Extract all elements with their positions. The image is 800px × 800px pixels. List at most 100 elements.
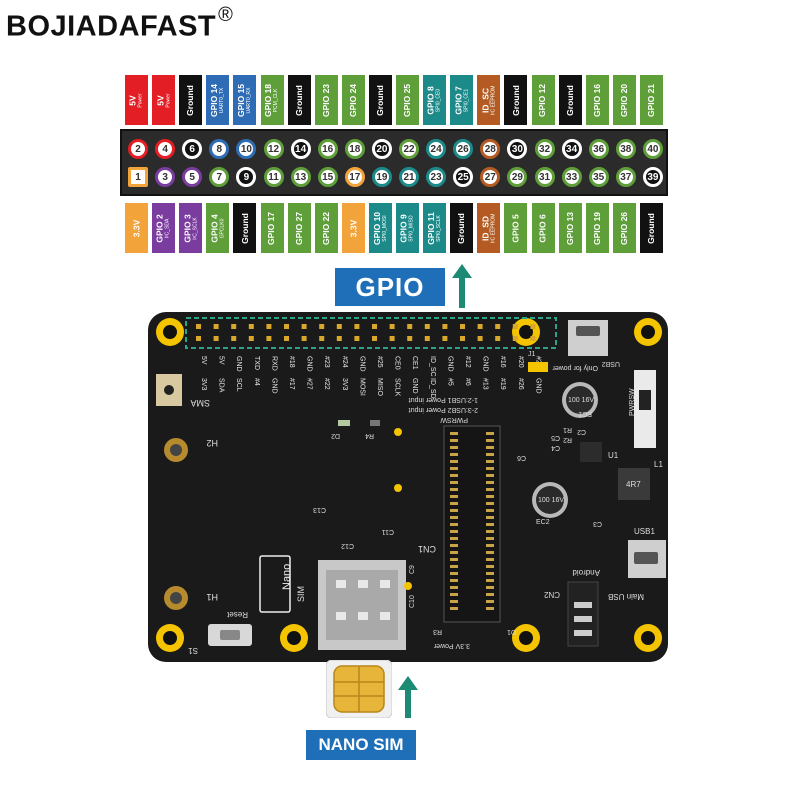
- top-pin-label: Ground: [179, 75, 203, 125]
- header-pin: 19: [371, 167, 392, 187]
- header-pin: 9: [236, 167, 257, 187]
- j1-label: J1: [528, 351, 536, 358]
- silk-label: #22: [323, 378, 330, 390]
- silk-label: #23: [323, 356, 330, 368]
- silk-label: SCLK: [394, 378, 401, 397]
- mounting-hole: [512, 624, 540, 652]
- silk-label: ID_SC: [429, 356, 436, 377]
- bottom-pin-label: Ground: [450, 203, 474, 253]
- c6-label: C6: [517, 454, 526, 461]
- main-usb-label: Main USB: [608, 592, 644, 601]
- header-pin: 21: [399, 167, 419, 187]
- board-pin: [407, 324, 413, 329]
- top-pin-label: Ground: [558, 75, 582, 125]
- header-pin: 27: [480, 167, 501, 187]
- silk-label: CE1: [411, 356, 418, 370]
- r1-label: R1: [563, 426, 572, 433]
- header-pin: 29: [507, 167, 528, 187]
- pwrsw-label: PWRSW: [629, 388, 636, 416]
- audio-jack: [567, 581, 599, 647]
- silk-label: 5V: [218, 356, 225, 365]
- r3-label: R3: [433, 628, 442, 635]
- silk-label: #25: [376, 356, 383, 368]
- header-pin: 37: [615, 167, 636, 187]
- board-pin: [354, 324, 360, 329]
- header-pin: 2: [128, 139, 148, 159]
- header-pin: 34: [561, 139, 582, 159]
- silk-label: 3V3: [200, 378, 207, 391]
- header-pin: 16: [317, 139, 338, 159]
- board-pin: [512, 336, 518, 341]
- header-pin: 39: [642, 167, 663, 187]
- s1-label: S1: [188, 646, 198, 655]
- cn2-label: CN2: [543, 590, 560, 599]
- board-pin: [389, 336, 395, 341]
- r2-label: R2: [563, 436, 572, 443]
- board-pin: [372, 324, 377, 329]
- cn1-label: CN1: [418, 544, 436, 554]
- inductor-l1: [618, 468, 650, 500]
- board-pin: [266, 336, 272, 341]
- bottom-pin-label: GPIO 5: [504, 203, 528, 253]
- power-led-label: 3.3V Power: [433, 642, 470, 649]
- chip-u1: [580, 442, 602, 462]
- nano-label: Nano: [281, 564, 293, 590]
- top-pin-label: GPIO 12: [531, 75, 555, 125]
- board-pin: [196, 336, 201, 341]
- board-pin: [336, 336, 342, 341]
- bottom-pin-label: GPIO 27: [287, 203, 311, 253]
- board-header-pins: [196, 324, 536, 341]
- c3-label: C3: [593, 520, 602, 527]
- header-pin: 33: [561, 167, 582, 187]
- board-pin: [372, 336, 377, 341]
- svg-text:4R7: 4R7: [626, 480, 641, 489]
- board-pin: [213, 324, 219, 329]
- header-pin: 22: [399, 139, 419, 159]
- sim-board-label: SIM: [296, 586, 306, 602]
- silk-label: #13: [482, 378, 489, 390]
- header-pin: 35: [588, 167, 609, 187]
- silk-label: #24: [341, 356, 348, 368]
- bottom-pin-label: 3.3V: [125, 203, 148, 253]
- top-pin-label: Ground: [504, 75, 528, 125]
- bottom-pin-label: GPIO 22: [314, 203, 338, 253]
- silk-label: GND: [235, 356, 242, 372]
- bottom-pin-label: GPIO 26: [612, 203, 636, 253]
- silk-label: 5V: [200, 356, 207, 365]
- header-pin: 30: [507, 139, 528, 159]
- silk-label: #19: [499, 378, 506, 390]
- h1-label: H1: [206, 592, 218, 602]
- mounting-hole: [634, 318, 662, 346]
- board-pin: [512, 324, 518, 329]
- board-pin: [319, 324, 325, 329]
- header-outline: [185, 317, 557, 349]
- silk-label: #4: [253, 378, 260, 386]
- bottom-pin-label: GPIO 6: [531, 203, 555, 253]
- silk-label: GND: [482, 356, 489, 372]
- board-pin: [231, 336, 237, 341]
- usb2-label: USB2: [602, 360, 620, 367]
- c11-label: C11: [382, 528, 394, 535]
- nano-sim-card: [326, 660, 392, 718]
- silk-label: #21: [534, 356, 541, 368]
- header-pin: 7: [209, 167, 230, 187]
- header-pin: 14: [290, 139, 311, 159]
- registered-mark: ®: [218, 4, 234, 26]
- board-pin: [248, 324, 254, 329]
- r4-label: R4: [365, 432, 374, 439]
- header-pin: 10: [236, 139, 257, 159]
- board-pin: [231, 324, 237, 329]
- header-pin: 20: [371, 139, 392, 159]
- silk-label: #26: [517, 378, 524, 390]
- android-label: Android: [572, 568, 600, 577]
- top-pin-label: GPIO 20: [612, 75, 636, 125]
- power-input-2: 2-3:USB2 Power input: [409, 406, 478, 413]
- header-pin: 24: [426, 139, 447, 159]
- header-pin: 13: [290, 167, 311, 187]
- bottom-pin-label: GPIO 13: [558, 203, 582, 253]
